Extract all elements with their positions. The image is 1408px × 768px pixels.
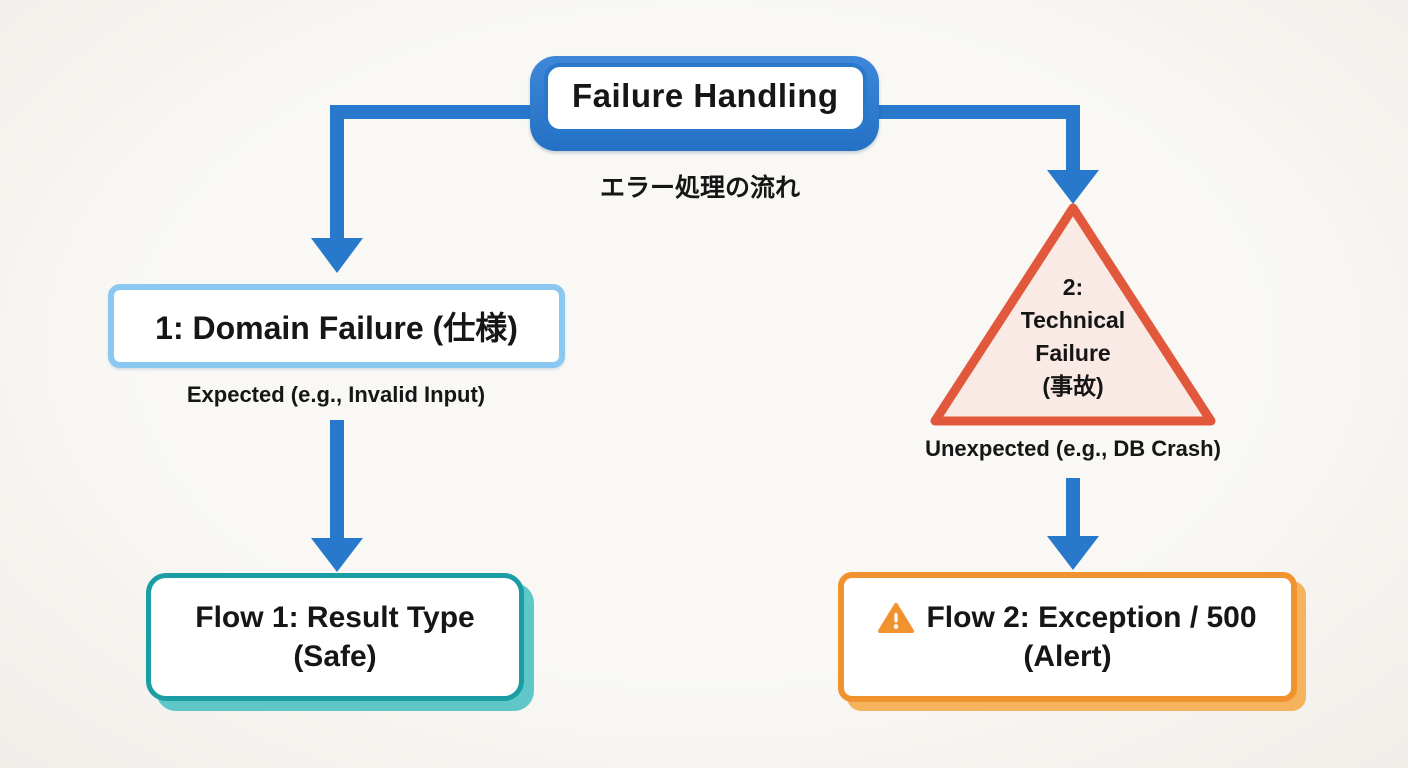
root-node: Failure Handling <box>530 56 879 151</box>
domain-failure-caption: Expected (e.g., Invalid Input) <box>186 382 486 407</box>
technical-failure-line: 2: <box>1062 274 1084 300</box>
arrowhead-flow2 <box>1047 536 1099 570</box>
domain-failure-label: 1: Domain Failure (仕様) <box>155 310 518 346</box>
technical-failure-line: Technical <box>1020 307 1126 333</box>
domain-failure-node: 1: Domain Failure (仕様) <box>108 284 565 368</box>
warning-icon <box>878 602 915 633</box>
root-node-caption: エラー処理の流れ <box>599 174 800 202</box>
arrowhead-technical <box>1047 170 1099 204</box>
technical-failure-caption: Unexpected (e.g., DB Crash) <box>925 436 1221 461</box>
technical-failure-line: (事故) <box>1042 373 1104 399</box>
arrowhead-domain <box>311 238 363 273</box>
root-node-label: Failure Handling <box>544 63 867 133</box>
arrow-domain-to-flow1 <box>311 420 363 572</box>
technical-failure-line: Failure <box>1035 340 1111 366</box>
flow2-label-line1: Flow 2: Exception / 500 <box>926 601 1257 634</box>
flow1-label-line2: (Safe) <box>293 640 377 673</box>
arrowhead-flow1 <box>311 538 363 572</box>
flow2-node: Flow 2: Exception / 500 (Alert) <box>838 572 1297 702</box>
flow2-label-line2: (Alert) <box>1023 640 1112 673</box>
flow1-node: Flow 1: Result Type (Safe) <box>146 573 524 701</box>
technical-failure-label: 2: Technical Failure (事故) <box>933 271 1213 403</box>
arrow-technical-to-flow2 <box>1047 478 1099 570</box>
flow1-label-line1: Flow 1: Result Type <box>195 601 475 634</box>
